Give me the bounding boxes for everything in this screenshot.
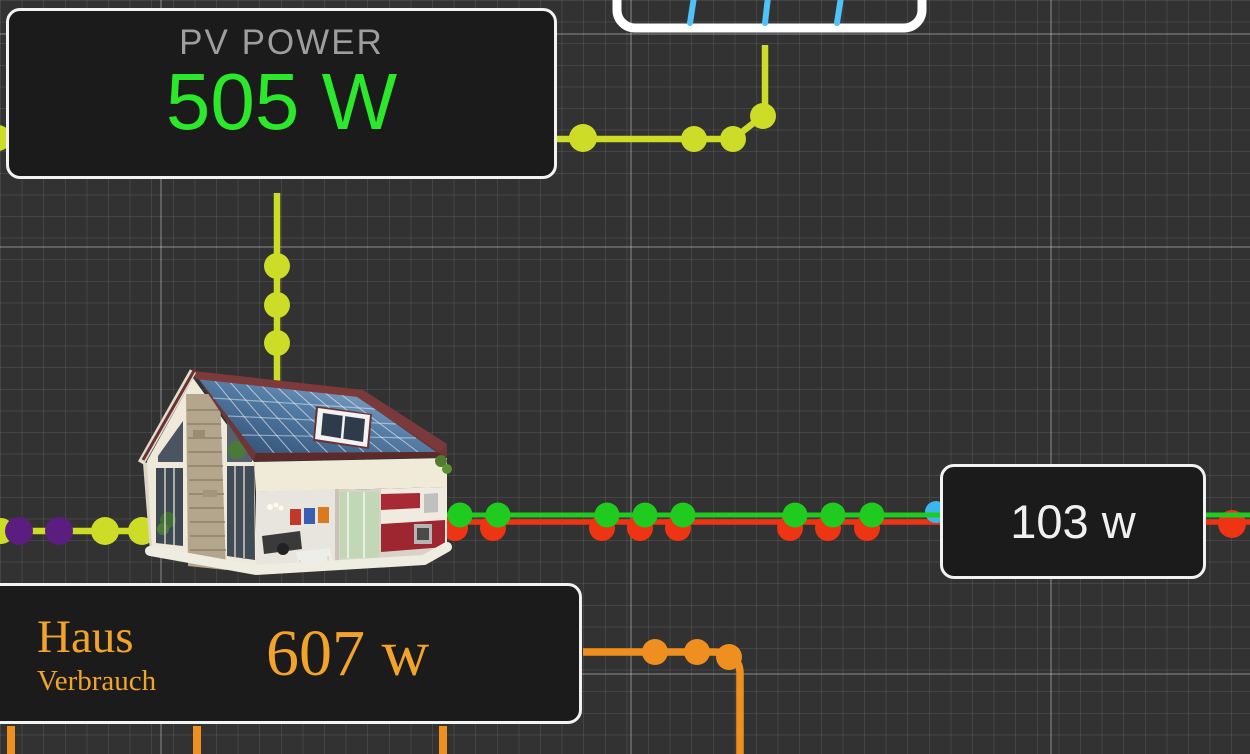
grid-major-line (160, 0, 162, 754)
pv-power-title: PV POWER (179, 23, 384, 62)
house-consumption-card[interactable]: Haus Verbrauch 607 w (0, 583, 582, 724)
grid-major-line (630, 0, 632, 754)
pv-to-house-line (264, 193, 290, 388)
house-consumption-line (7, 639, 744, 754)
left-energy-line (0, 517, 156, 545)
house-card-subtitle: Verbrauch (37, 665, 157, 698)
grid-major-line (1050, 0, 1052, 754)
pv-power-value: 505 W (165, 57, 398, 146)
pv-power-card[interactable]: PV POWER 505 W (6, 8, 557, 179)
grid-power-card[interactable]: 103 w (940, 464, 1206, 579)
house-icon[interactable] (137, 368, 452, 575)
grid-major-line (0, 33, 1250, 35)
house-card-title: Haus (37, 611, 134, 664)
solar-panel-icon[interactable] (612, 0, 927, 33)
grid-major-line (0, 673, 1250, 675)
grid-power-value: 103 w (1010, 495, 1136, 548)
house-consumption-value: 607 w (266, 616, 430, 690)
grid-major-line (0, 246, 1250, 248)
